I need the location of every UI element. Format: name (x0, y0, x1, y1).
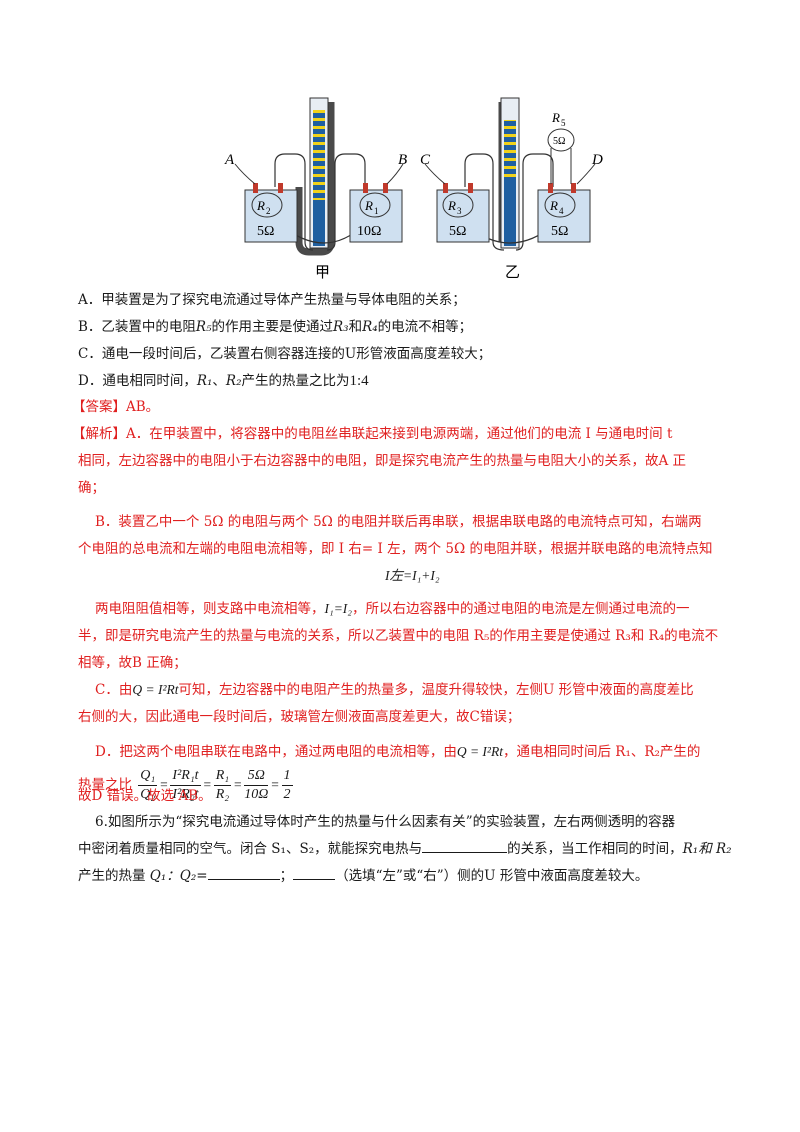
question6-line2: 中密闭着质量相同的空气。闭合 S₁、S₂，就能探究电热与 的关系，当工作相同的时间… (78, 835, 732, 863)
option-b-r3: R₃ (333, 319, 349, 335)
analysis-b-line5: 相等，故B 正确； (78, 655, 187, 671)
option-b-mid: 的作用主要是使通过 (211, 319, 334, 335)
option-a: A．甲装置是为了探究电流通过导体产生热量与导体电阻的关系； (78, 292, 466, 308)
option-d-suffix: 产生的热量之比为 (241, 373, 350, 389)
r5-name: R (551, 110, 560, 125)
apparatus-yi (424, 97, 596, 251)
analysis-b-line1: B．装置乙中一个 5Ω 的电阻与两个 5Ω 的电阻并联后再串联，根据串联电路的电… (95, 514, 702, 530)
option-b-suffix: 的电流不相等； (377, 319, 473, 335)
analysis-b-text-3a: 两电阻阻值相等，则支路中电流相等， (95, 601, 325, 617)
r5-value: 5Ω (553, 136, 565, 147)
apparatus-figure: A B C D R 2 5Ω R 1 10Ω R 3 5Ω R 4 5Ω R 5… (224, 97, 603, 281)
answer-blank-1[interactable] (422, 838, 508, 853)
option-b-and: 和 (348, 319, 363, 335)
analysis-label: 【解析】 (72, 426, 126, 442)
analysis-conclusion: 故D 错误。故选 AB。 (78, 788, 212, 804)
question6-line3b: Q₁：Q₂= (149, 868, 208, 884)
analysis-b-line3: 两电阻阻值相等，则支路中电流相等，I₁=I₂，所以右边容器中的通过电阻的电流是左… (95, 595, 730, 623)
r3-sub: 3 (457, 206, 462, 216)
fraction-i2rt-num: I²R₁t (170, 767, 201, 787)
r2-sub: 2 (266, 206, 271, 216)
fraction-r-num: R₁ (213, 767, 232, 787)
r3-name: R (447, 198, 456, 213)
analysis-d-equation: Q = I²Rt (456, 744, 503, 759)
option-b-r5: R₅ (195, 319, 212, 335)
option-d-prefix: D．通电相同时间， (78, 373, 197, 389)
option-b-prefix: B．乙装置中的电阻 (78, 319, 196, 335)
analysis-b-equation-2: I₁=I₂ (324, 601, 353, 616)
apparatus-jia (234, 97, 404, 256)
analysis-b-equation: I左=I₁+I₂ (385, 568, 440, 583)
fraction-i2rt-den: I²R₂t (172, 787, 199, 803)
option-d-ratio: 1:4 (349, 373, 369, 389)
r3-value: 5Ω (449, 224, 466, 239)
question6-line3a: 产生的热量 (78, 868, 150, 884)
option-d-r2: R₂ (225, 373, 242, 389)
analysis-d-text-1b: ，通电相同时间后 R₁、R₂产生的 (502, 744, 701, 760)
r1-sub: 1 (374, 206, 379, 216)
r2-value: 5Ω (257, 224, 274, 239)
analysis-c-equation: Q = I²Rt (132, 682, 179, 697)
option-d: D．通电相同时间，R₁、R₂产生的热量之比为1:4 (78, 367, 730, 395)
option-b-r4: R₄ (362, 319, 378, 335)
fraction-r-den: R₂ (215, 787, 230, 803)
caption-yi: 乙 (505, 263, 520, 281)
analysis-c-text-1a: C．由 (95, 682, 133, 698)
question6-line2c: R₁和 R₂ (682, 841, 732, 857)
label-b: B (398, 152, 407, 168)
label-c: C (420, 152, 431, 168)
option-b: B．乙装置中的电阻R₅的作用主要是使通过R₃和R₄的电流不相等； (78, 313, 730, 341)
r5-sub: 5 (561, 118, 566, 128)
label-a: A (224, 152, 235, 168)
caption-jia: 甲 (315, 263, 330, 281)
analysis-c-line2: 右侧的大，因此通电一段时间后，玻璃管左侧液面高度差更大，故C错误； (78, 709, 521, 725)
analysis-b-line4: 半，即是研究电流产生的热量与电流的关系，所以乙装置中的电阻 R₅的作用主要是使通… (78, 628, 719, 644)
question6-line3d: （选填“左”或“右”）侧的U 形管中液面高度差较大。 (335, 868, 649, 884)
question6-line2b: 的关系，当工作相同的时间， (507, 841, 683, 857)
analysis-b-text-3b: ，所以右边容器中的通过电阻的电流是左侧通过电流的一 (352, 601, 690, 617)
question6-line3c: ； (279, 868, 294, 884)
fraction-q-den: Q₂ (140, 787, 156, 803)
r4-sub: 4 (559, 206, 564, 216)
answer-line: 【答案】AB。 (72, 393, 730, 421)
r1-name: R (364, 198, 373, 213)
label-d: D (591, 152, 603, 168)
fraction-ohm-num: 5Ω (244, 767, 269, 787)
fraction-q-num: Q₁ (138, 767, 158, 787)
analysis-a-line1: 【解析】A．在甲装置中，将容器中的电阻丝串联起来接到电源两端，通过他们的电流 I… (72, 420, 730, 448)
fraction-result-num: 1 (281, 767, 293, 787)
analysis-b-line2: 个电阻的总电流和左端的电阻电流相等，即 I 右= I 左，两个 5Ω 的电阻并联… (78, 541, 713, 557)
answer-value: AB。 (126, 399, 160, 415)
r2-name: R (256, 198, 265, 213)
fraction-result-den: 2 (283, 787, 291, 803)
analysis-d-line1: D．把这两个电阻串联在电路中，通过两电阻的电流相等，由Q = I²Rt，通电相同… (95, 738, 730, 766)
answer-label: 【答案】 (72, 399, 126, 415)
r1-value: 10Ω (357, 224, 381, 239)
fraction-ohm-den: 10Ω (244, 787, 269, 803)
answer-blank-3[interactable] (293, 865, 336, 880)
analysis-a-line2: 相同，左边容器中的电阻小于右边容器中的电阻，即是探究电流产生的热量与电阻大小的关… (78, 453, 687, 469)
analysis-a-line3: 确； (78, 480, 105, 496)
analysis-a-text-1: A．在甲装置中，将容器中的电阻丝串联起来接到电源两端，通过他们的电流 I 与通电… (126, 426, 673, 442)
option-c: C．通电一段时间后，乙装置右侧容器连接的U形管液面高度差较大； (78, 346, 492, 362)
analysis-c-text-1b: 可知，左边容器中的电阻产生的热量多，温度升得较快，左侧U 形管中液面的高度差比 (178, 682, 694, 698)
r4-value: 5Ω (551, 224, 568, 239)
question6-line1: 6.如图所示为“探究电流通过导体时产生的热量与什么因素有关”的实验装置，左右两侧… (95, 814, 676, 830)
option-d-sep: 、 (212, 373, 226, 389)
question6-line2a: 中密闭着质量相同的空气。闭合 S₁、S₂，就能探究电热与 (78, 841, 423, 857)
answer-blank-2[interactable] (207, 865, 280, 880)
analysis-d-text-1a: D．把这两个电阻串联在电路中，通过两电阻的电流相等，由 (95, 744, 457, 760)
option-d-r1: R₁ (196, 373, 213, 389)
analysis-c-line1: C．由Q = I²Rt可知，左边容器中的电阻产生的热量多，温度升得较快，左侧U … (95, 676, 730, 704)
question6-line3: 产生的热量 Q₁：Q₂= ； （选填“左”或“右”）侧的U 形管中液面高度差较大。 (78, 862, 730, 890)
r4-name: R (549, 198, 558, 213)
analysis-d-text-2: 热量之比 (78, 777, 132, 793)
